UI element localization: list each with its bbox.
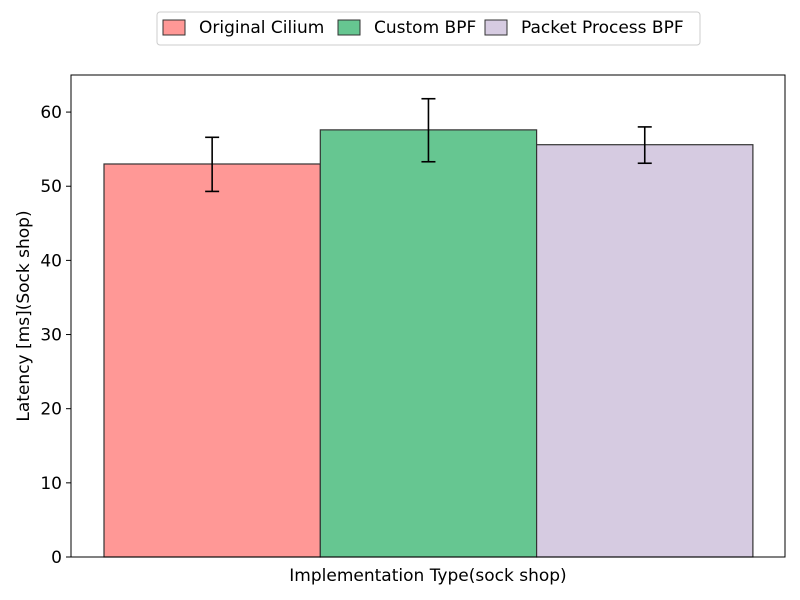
legend-label: Custom BPF [374, 18, 476, 38]
y-tick-label: 20 [40, 400, 62, 420]
y-tick-label: 60 [40, 103, 62, 123]
y-tick-label: 50 [40, 177, 62, 197]
legend-box [156, 11, 701, 46]
y-axis: 0 10 20 30 40 50 60 [40, 103, 71, 568]
legend-swatch [162, 19, 186, 36]
y-tick-label: 40 [40, 251, 62, 271]
legend-label: Original Cilium [199, 18, 324, 38]
bar-original-cilium [103, 163, 321, 558]
y-tick-label: 0 [51, 548, 62, 568]
legend-swatch [484, 19, 508, 36]
legend-item-original-cilium: Original Cilium [162, 18, 324, 38]
bar-packet-process-bpf [535, 144, 754, 558]
legend-item-packet-process-bpf: Packet Process BPF [484, 18, 684, 38]
error-bar-packet-process-bpf [637, 126, 652, 165]
error-bar-original-cilium [205, 136, 220, 193]
legend-swatch [337, 19, 361, 36]
x-axis-label: Implementation Type(sock shop) [289, 566, 566, 586]
legend: Original Cilium Custom BPF Packet Process … [156, 11, 701, 46]
y-axis-label: Latency [ms](Sock shop) [14, 210, 34, 421]
y-tick-label: 10 [40, 474, 62, 494]
legend-item-custom-bpf: Custom BPF [337, 18, 476, 38]
error-bar-custom-bpf [421, 97, 436, 163]
legend-label: Packet Process BPF [521, 18, 684, 38]
y-tick-label: 30 [40, 326, 62, 346]
plot-frame [70, 74, 786, 558]
plot-area [70, 74, 786, 558]
bar-custom-bpf [319, 129, 538, 558]
